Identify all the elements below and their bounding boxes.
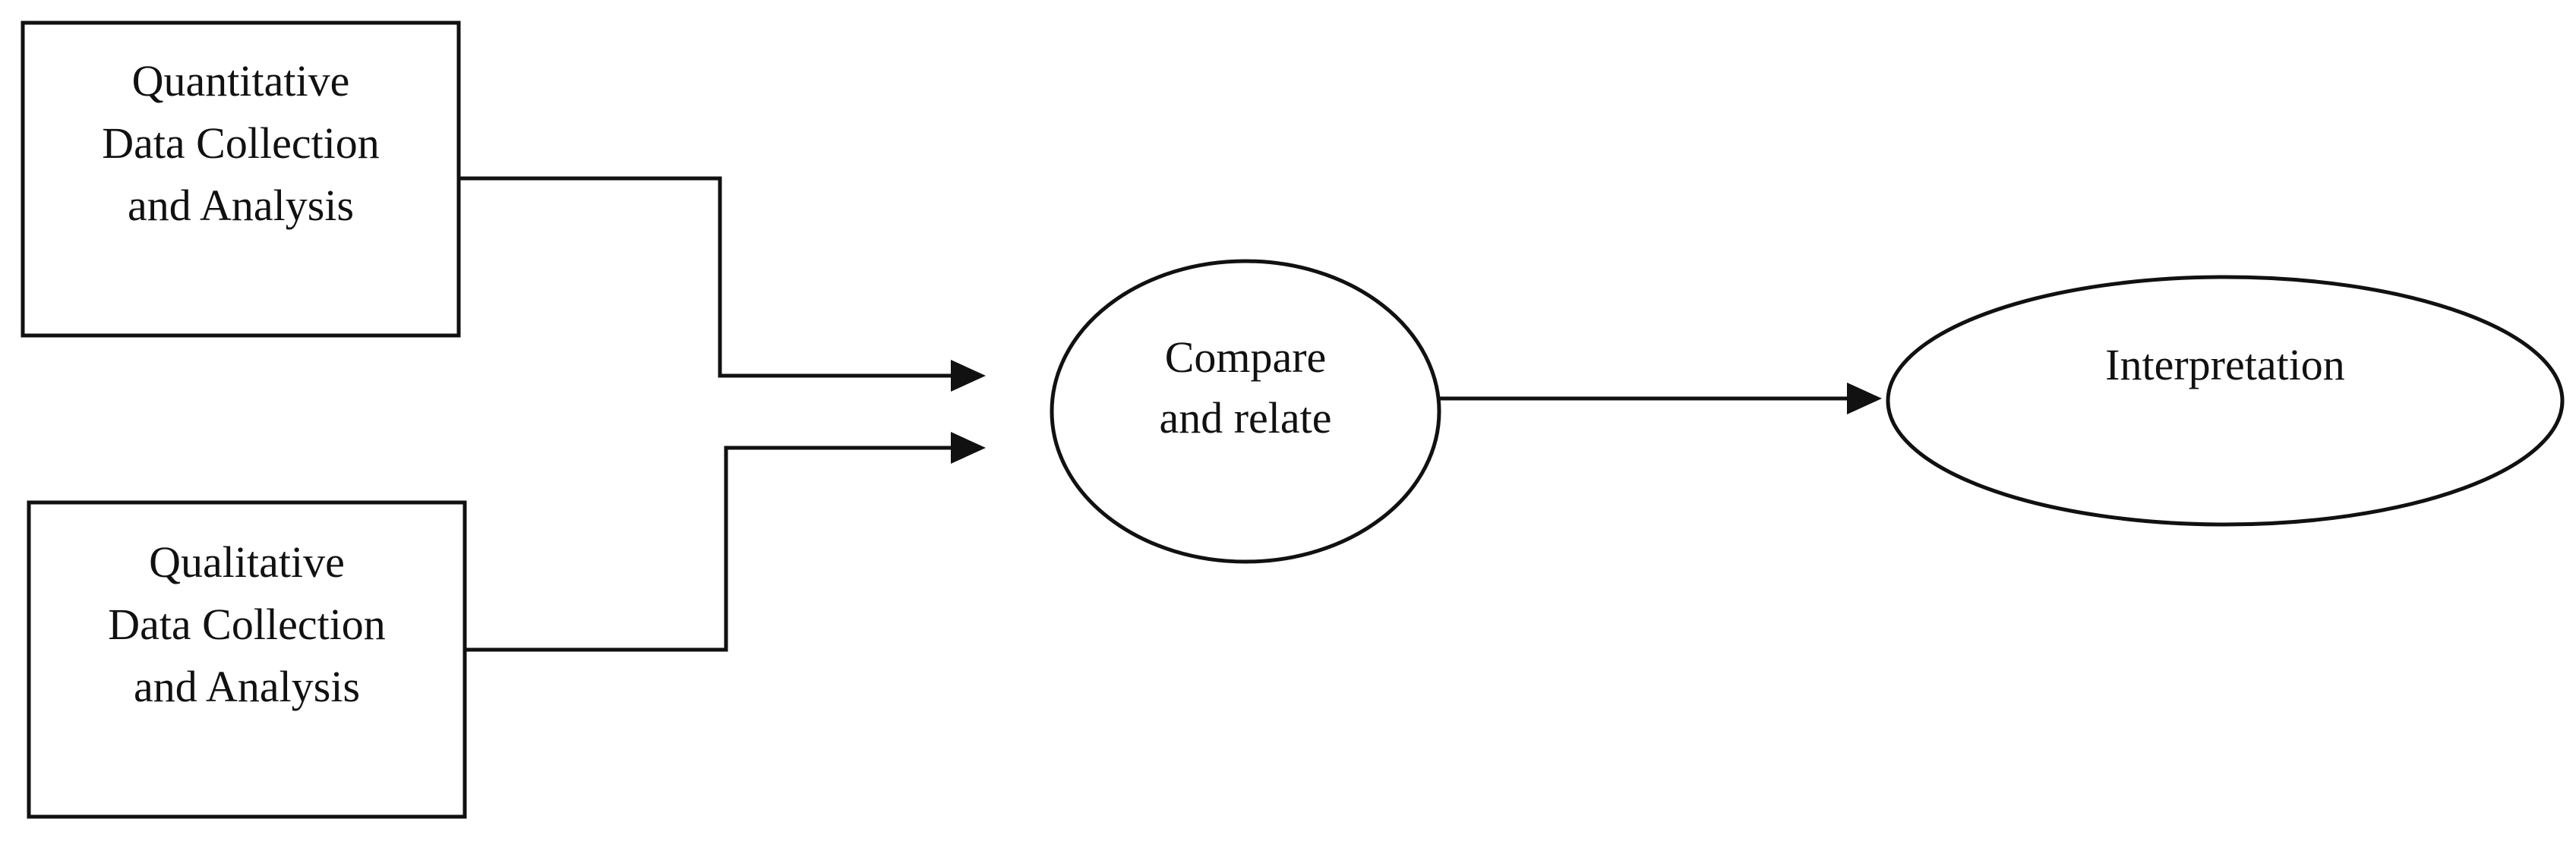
quantitative-to-compare-connector <box>459 176 958 378</box>
interpretation-node: Interpretation <box>1886 275 2565 527</box>
quantitative-arrowhead <box>951 360 986 392</box>
quantitative-box-line1: Quantitative <box>132 56 350 106</box>
interpretation-node-label: Interpretation <box>2105 340 2345 389</box>
qualitative-box-line1: Qualitative <box>149 537 345 587</box>
compare-node-line2: and relate <box>1159 393 1331 443</box>
qualitative-arrowhead <box>951 432 986 464</box>
quantitative-box-line2: Data Collection <box>102 118 380 168</box>
interpretation-arrowhead <box>1847 383 1882 414</box>
qualitative-box-line2: Data Collection <box>108 600 386 649</box>
quantitative-box-line3: and Analysis <box>128 181 354 230</box>
quantitative-box: Quantitative Data Collection and Analysi… <box>21 20 461 338</box>
compare-node-line1: Compare <box>1165 332 1327 382</box>
compare-and-relate-node: Compare and relate <box>1050 259 1441 564</box>
qualitative-box-line3: and Analysis <box>134 662 360 711</box>
qualitative-to-compare-connector <box>465 446 958 652</box>
qualitative-box: Qualitative Data Collection and Analysis <box>27 500 467 819</box>
